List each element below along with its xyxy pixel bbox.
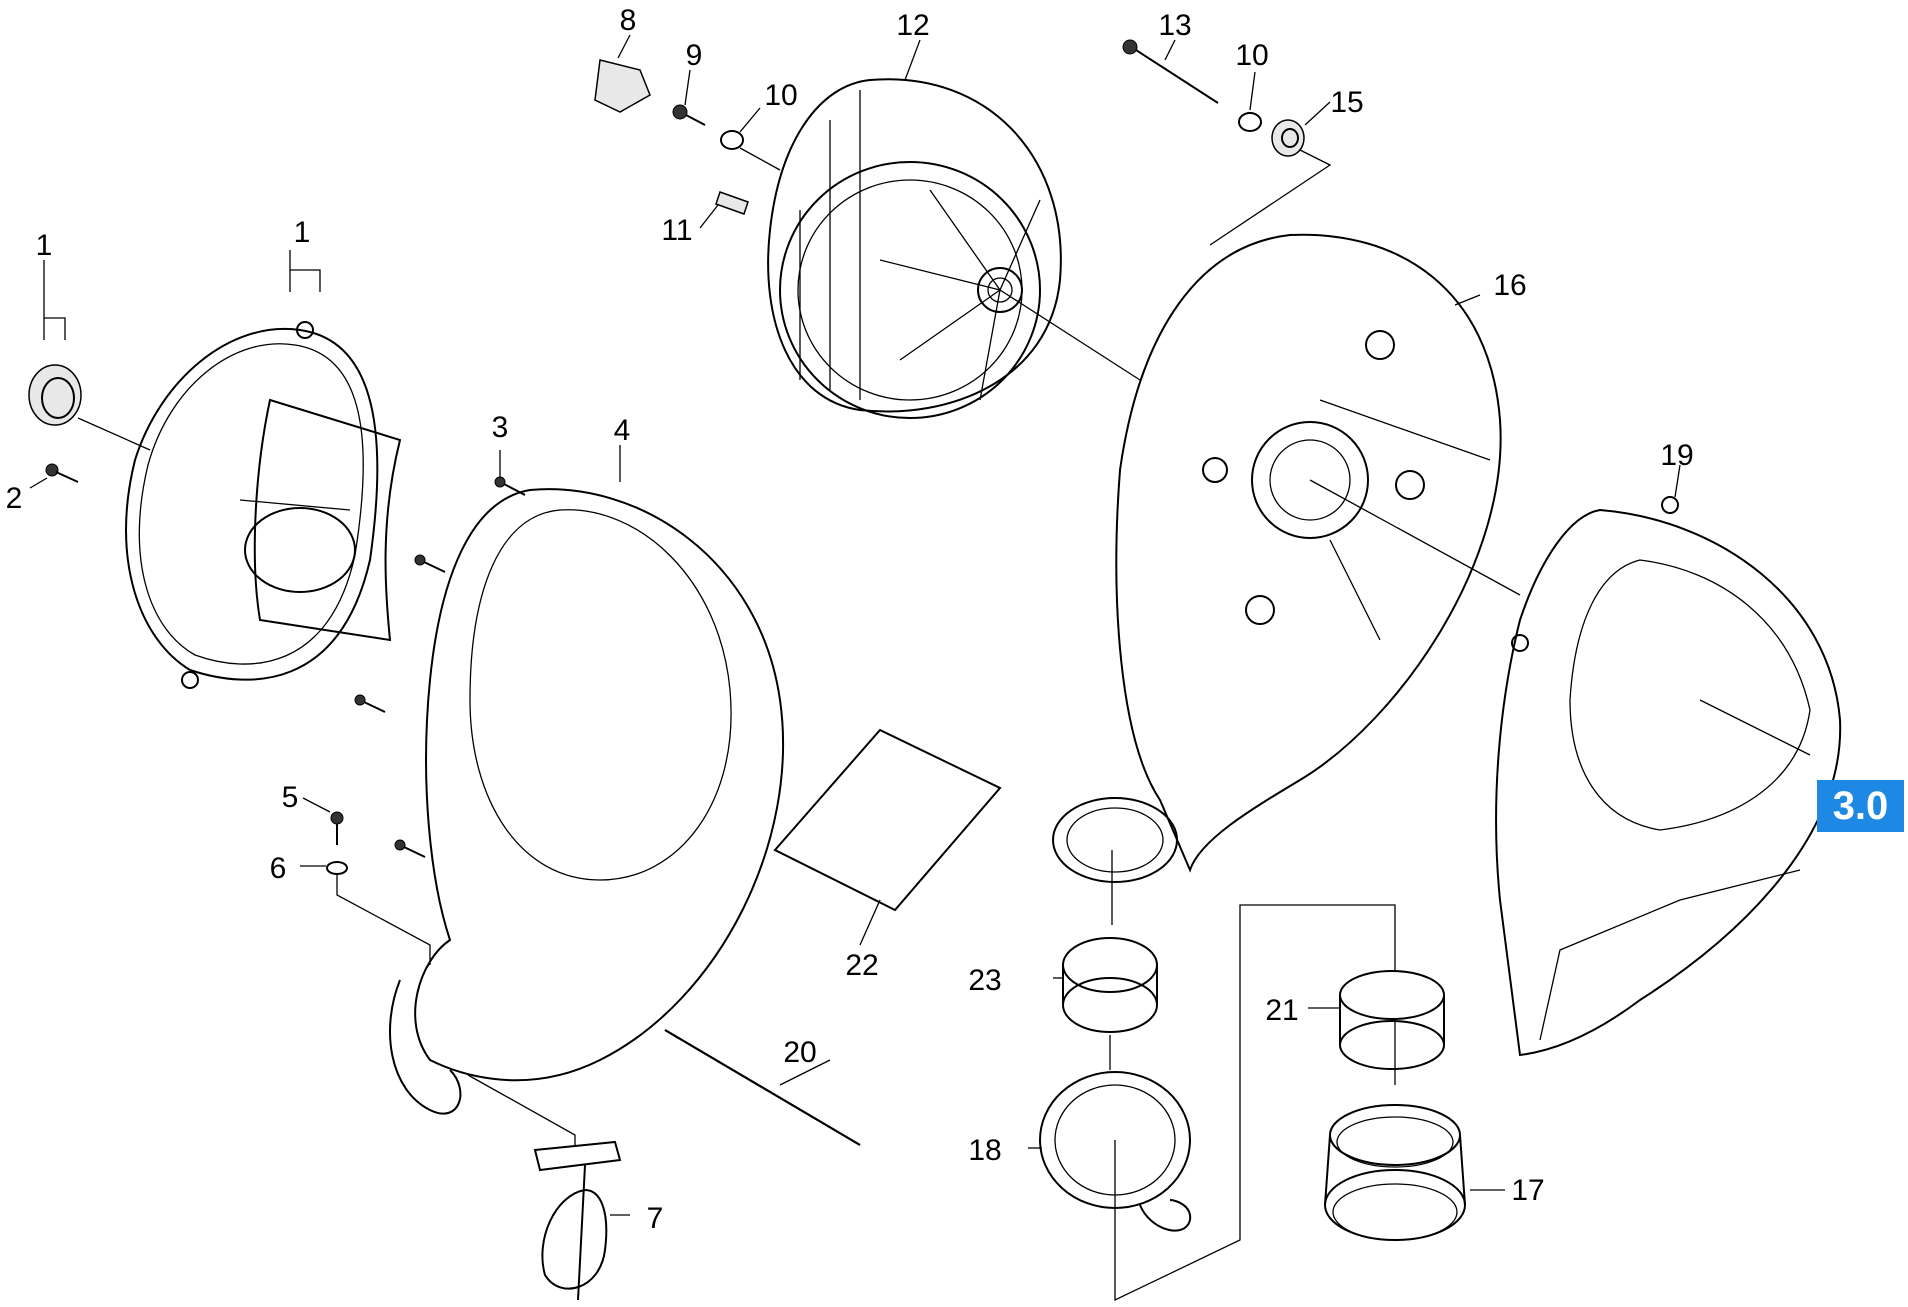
part-16-housing-half	[1052, 233, 1502, 883]
label-9: 9	[686, 39, 703, 72]
cover-plate	[125, 321, 402, 689]
part-15-nut	[1271, 119, 1305, 157]
part-2-screw	[45, 463, 79, 483]
part-23-ring	[1062, 937, 1158, 1033]
label-8: 8	[620, 4, 637, 37]
part-13-long-bolt	[1122, 39, 1219, 104]
part-12-fan-wheel	[767, 78, 1062, 419]
part-21-ring	[1339, 970, 1445, 1070]
label-20: 20	[783, 1036, 816, 1069]
label-15: 15	[1330, 86, 1363, 119]
label-18: 18	[968, 1134, 1001, 1167]
label-22: 22	[845, 949, 878, 982]
part-19-cover	[1495, 496, 1842, 1057]
part-8-driver	[594, 59, 651, 113]
part-5-screw	[330, 811, 344, 845]
label-13: 13	[1158, 9, 1191, 42]
leader-lines	[29, 34, 1811, 1302]
label-2: 2	[6, 482, 23, 515]
label-4: 4	[614, 414, 631, 447]
label-10-right: 10	[1235, 39, 1268, 72]
part-6-washer	[326, 861, 348, 875]
label-10-left: 10	[764, 79, 797, 112]
part-9-bolt	[672, 104, 706, 126]
label-12: 12	[896, 9, 929, 42]
part-10-washer-left	[720, 130, 744, 150]
part-3-screws	[354, 476, 526, 858]
part-20-rod	[664, 1029, 861, 1146]
label-5: 5	[282, 781, 299, 814]
label-19: 19	[1660, 439, 1693, 472]
label-6: 6	[270, 852, 287, 885]
label-3: 3	[492, 411, 509, 444]
label-1-left: 1	[36, 229, 53, 262]
label-21: 21	[1265, 994, 1298, 1027]
part-4-housing	[389, 488, 785, 1115]
part-22-sheet	[773, 728, 1002, 912]
part-labels: 1 1 2 3 4 5 6 7 8 9 10 11 12 13 10 15 16…	[6, 4, 1694, 1235]
part-1-seal-ring	[28, 364, 82, 426]
label-1-right: 1	[294, 216, 311, 249]
label-11: 11	[661, 214, 692, 247]
part-7-flap	[533, 1140, 622, 1301]
label-23: 23	[968, 964, 1001, 997]
label-7: 7	[647, 1202, 664, 1235]
label-17: 17	[1511, 1174, 1544, 1207]
page-badge: 3.0	[1817, 780, 1904, 832]
label-16: 16	[1493, 269, 1526, 302]
part-17-double-ring	[1324, 1104, 1466, 1241]
part-10-washer-right	[1238, 112, 1262, 132]
part-11-pin	[715, 191, 749, 215]
